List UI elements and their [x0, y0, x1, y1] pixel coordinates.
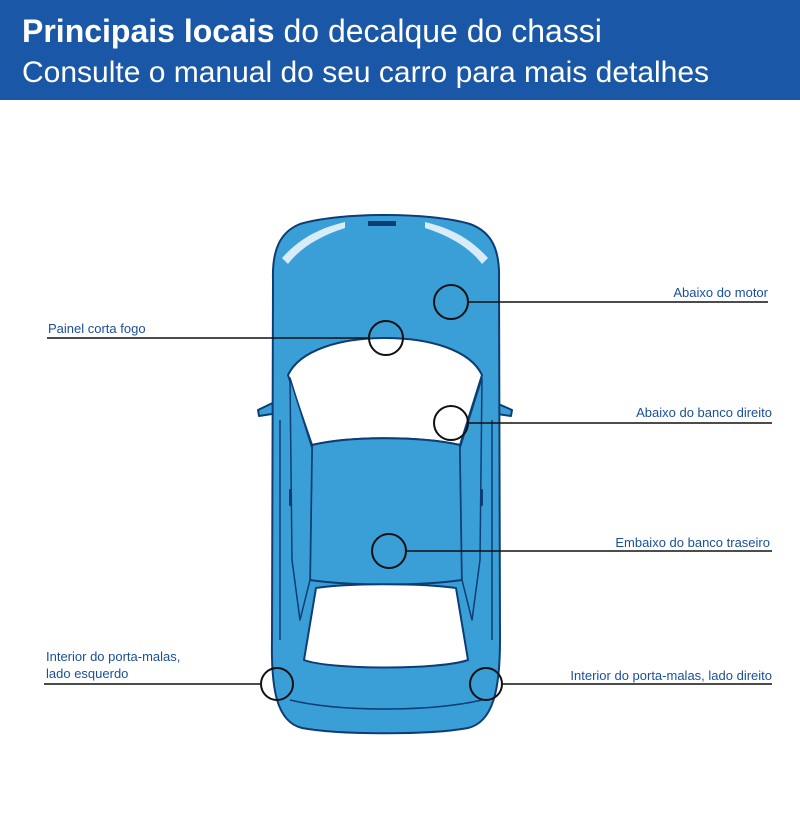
page-title: Principais locais do decalque do chassi [22, 12, 602, 50]
page-subtitle: Consulte o manual do seu carro para mais… [22, 56, 710, 89]
label-rear-seat: Embaixo do banco traseiro [615, 535, 770, 550]
header-banner: Principais locais do decalque do chassi … [0, 0, 800, 100]
label-trunk-left-line2: lado esquerdo [46, 666, 129, 681]
page-title-rest: do decalque do chassi [274, 13, 602, 49]
label-trunk-left-line1: Interior do porta-malas, [46, 649, 181, 664]
leader-lines [44, 301, 772, 685]
label-right-seat: Abaixo do banco direito [636, 405, 772, 420]
car-illustration [257, 214, 513, 735]
label-engine: Abaixo do motor [673, 285, 768, 300]
page-title-bold: Principais locais [22, 13, 275, 49]
label-trunk-right: Interior do porta-malas, lado direito [570, 668, 772, 683]
car-diagram [44, 214, 772, 735]
label-firewall: Painel corta fogo [48, 321, 146, 336]
